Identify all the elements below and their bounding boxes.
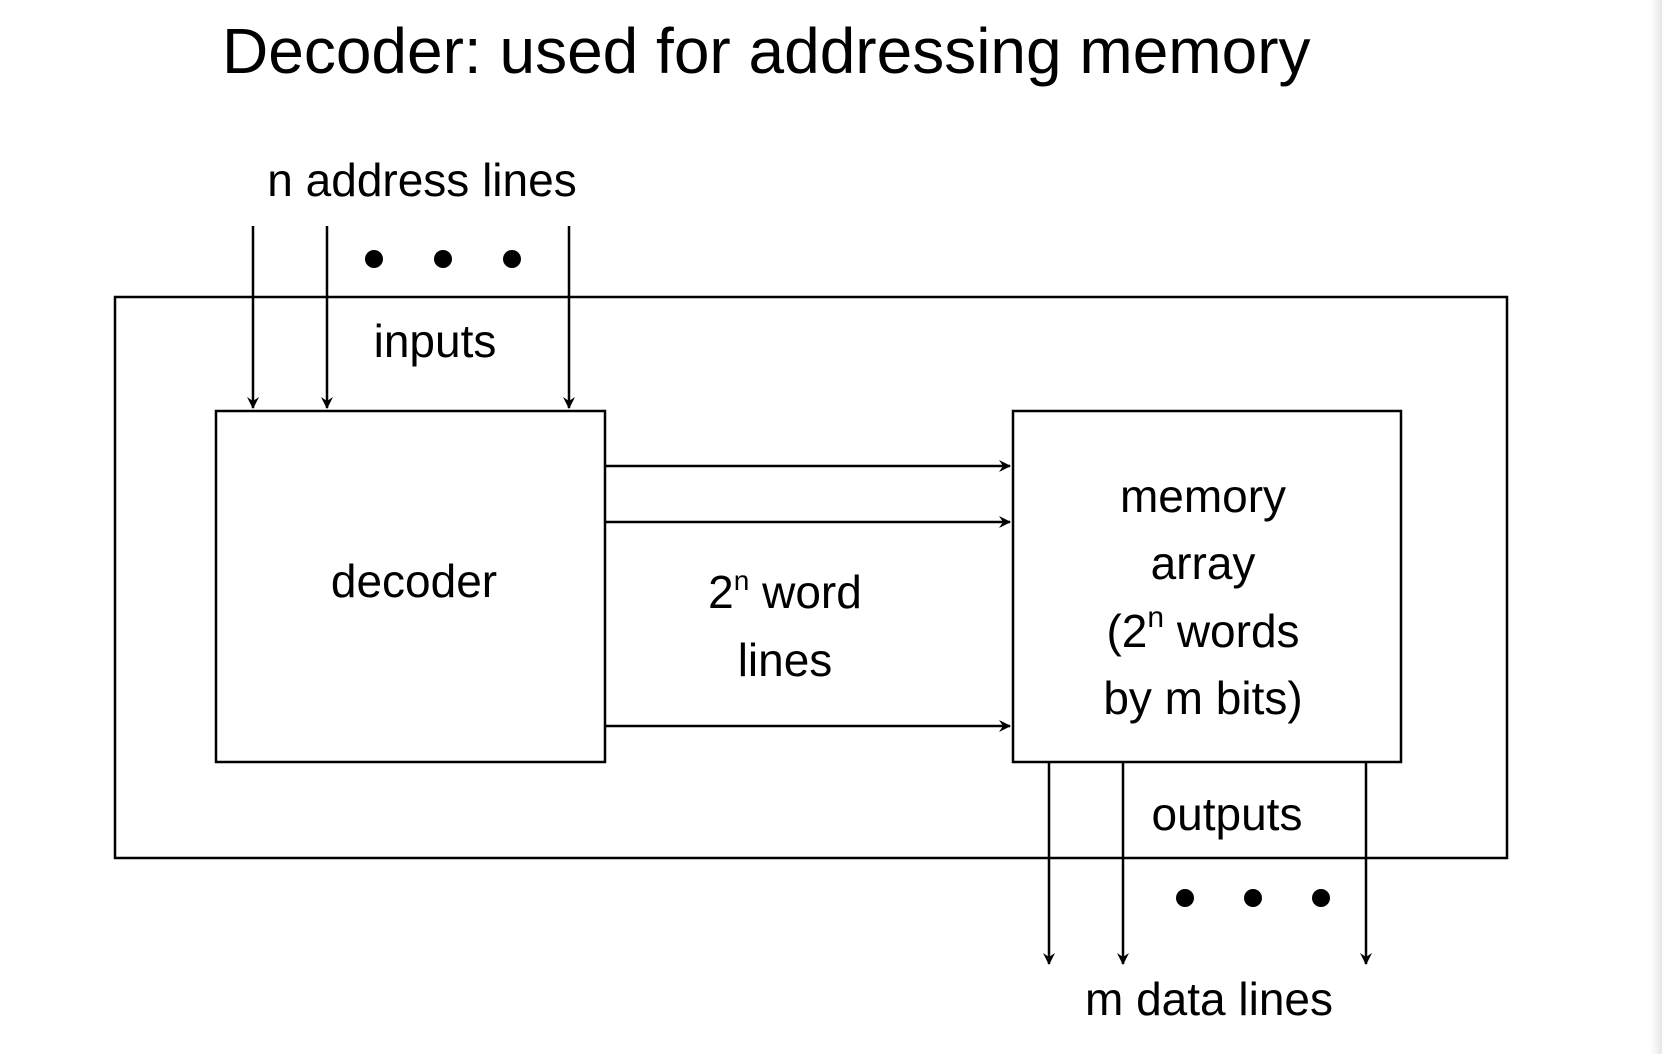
ellipsis-dot bbox=[1176, 889, 1194, 907]
word-lines-exponent: n bbox=[734, 565, 750, 596]
memory-size-prefix: (2 bbox=[1106, 605, 1147, 657]
word-lines-word: word bbox=[749, 566, 861, 618]
memory-array-box bbox=[1011, 409, 1403, 764]
outer-box bbox=[113, 295, 1509, 860]
memory-label-line2: array bbox=[1151, 537, 1256, 589]
ellipsis-dot bbox=[1244, 889, 1262, 907]
ellipsis-dot bbox=[434, 250, 452, 268]
memory-label-line3: (2n words bbox=[1106, 601, 1299, 657]
address-lines-label: n address lines bbox=[267, 154, 576, 206]
slide-title: Decoder: used for addressing memory bbox=[222, 15, 1311, 87]
slide-edge bbox=[1650, 0, 1662, 1054]
inputs-label: inputs bbox=[374, 315, 497, 367]
output-ellipsis-dots bbox=[1176, 889, 1330, 907]
data-lines-label: m data lines bbox=[1085, 973, 1333, 1025]
memory-size-exponent: n bbox=[1147, 601, 1164, 634]
word-lines-base: 2 bbox=[708, 566, 734, 618]
decoder-box bbox=[214, 409, 607, 764]
memory-size-suffix: words bbox=[1164, 605, 1299, 657]
ellipsis-dot bbox=[503, 250, 521, 268]
decoder-label: decoder bbox=[331, 555, 497, 607]
outputs-label: outputs bbox=[1152, 788, 1303, 840]
word-lines-label-line2: lines bbox=[738, 634, 833, 686]
ellipsis-dot bbox=[365, 250, 383, 268]
input-ellipsis-dots bbox=[365, 250, 521, 268]
word-lines-label-line1: 2n word bbox=[708, 565, 862, 618]
ellipsis-dot bbox=[1312, 889, 1330, 907]
memory-label-line4: by m bits) bbox=[1103, 672, 1302, 724]
memory-label-line1: memory bbox=[1120, 470, 1286, 522]
